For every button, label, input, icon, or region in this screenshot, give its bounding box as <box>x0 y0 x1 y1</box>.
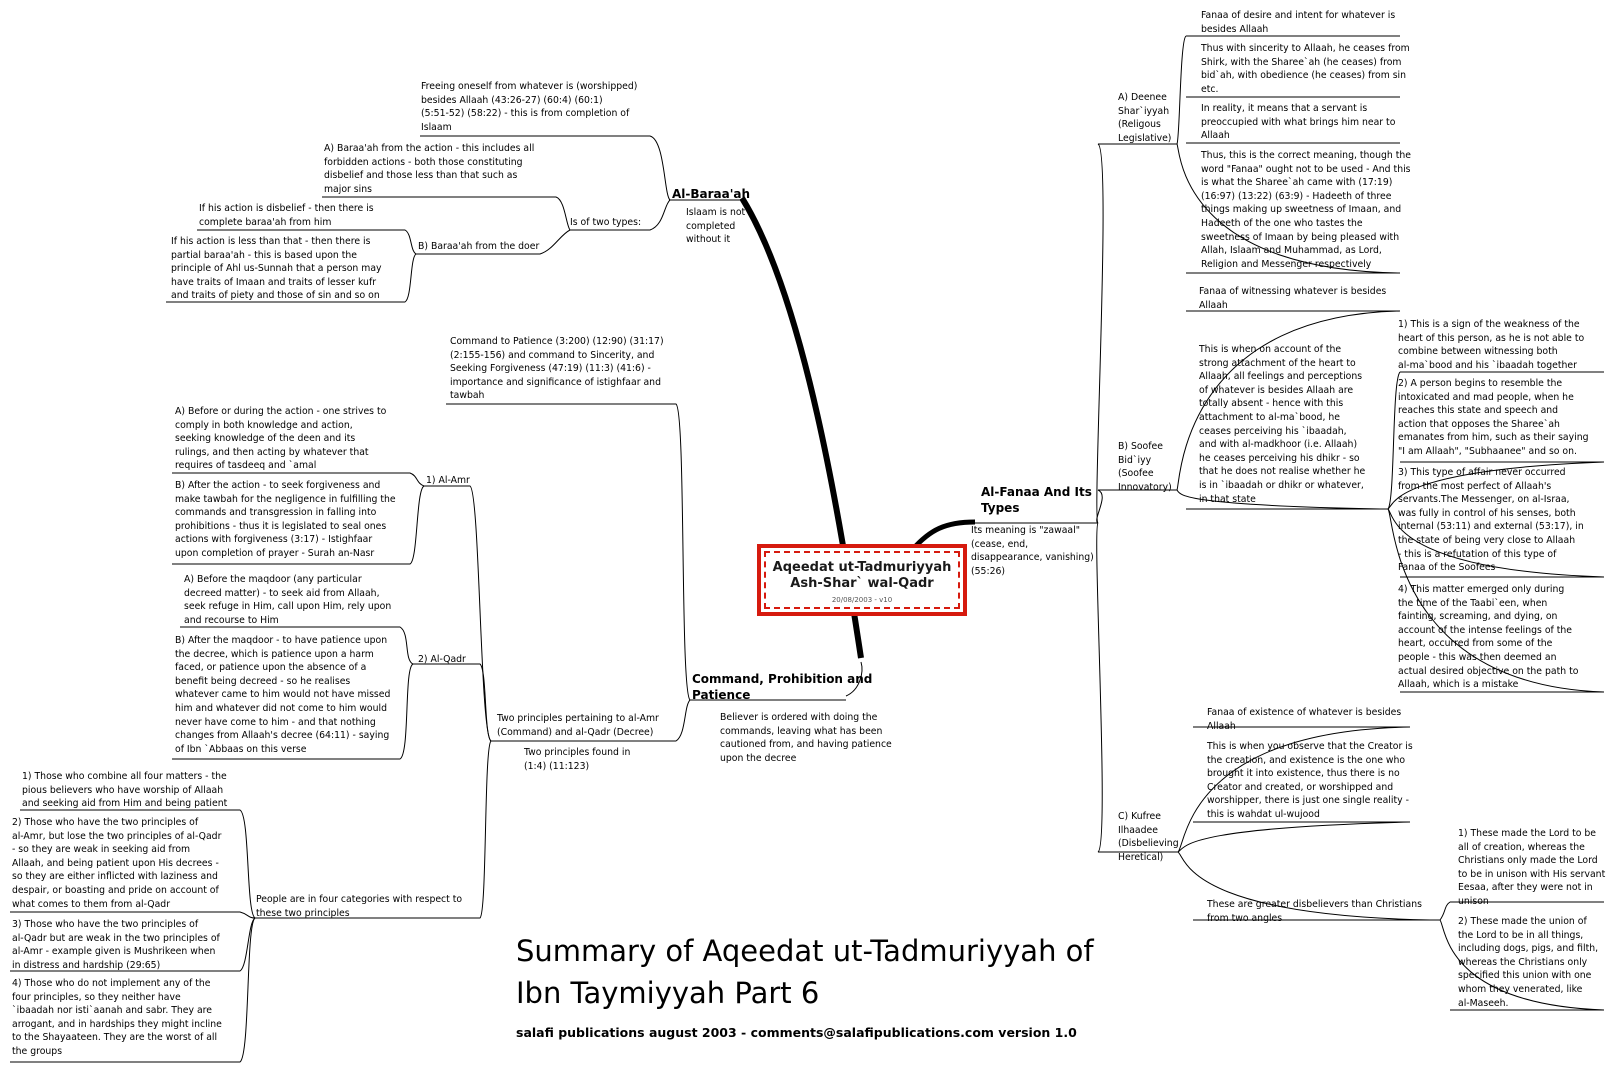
topic-baraah[interactable]: Al-Baraa'ah <box>672 187 751 201</box>
soofee-2[interactable]: This is when on account of the strong at… <box>1199 344 1366 505</box>
category-4[interactable]: 4) Those who do not implement any of the… <box>12 978 222 1057</box>
kufree-1[interactable]: Fanaa of existence of whatever is beside… <box>1207 707 1402 732</box>
principle-amr[interactable]: 1) Al-Amr <box>426 475 470 486</box>
amr-after[interactable]: B) After the action - to seek forgivenes… <box>175 480 396 559</box>
baraah-from-doer[interactable]: B) Baraa'ah from the doer <box>418 241 540 252</box>
fanaa-note: Its meaning is "zawaal" (cease, end, dis… <box>971 525 1094 577</box>
branch-command <box>845 661 863 697</box>
deenee-4[interactable]: Thus, this is the correct meaning, thoug… <box>1201 150 1412 270</box>
people-four-categories[interactable]: People are in four categories with respe… <box>256 894 463 919</box>
kufree-3[interactable]: These are greater disbelievers than Chri… <box>1207 899 1422 924</box>
principle-qadr[interactable]: 2) Al-Qadr <box>418 654 466 665</box>
kufree-sub-2[interactable]: 2) These made the union of the Lord to b… <box>1458 916 1599 1009</box>
two-principles-found-in: Two principles found in (1:4) (11:123) <box>524 747 631 772</box>
document-title: Summary of Aqeedat ut-Tadmuriyyah of Ibn… <box>516 934 1094 1010</box>
soofee-sub-1[interactable]: 1) This is a sign of the weakness of the… <box>1398 319 1585 371</box>
doer-disbelief[interactable]: If his action is disbelief - then there … <box>199 203 374 228</box>
command-note: Believer is ordered with doing the comma… <box>720 712 892 764</box>
amr-before[interactable]: A) Before or during the action - one str… <box>175 406 387 472</box>
baraah-note: Islaam is not completed without it <box>686 207 746 246</box>
soofee-sub-4[interactable]: 4) This matter emerged only during the t… <box>1398 584 1579 691</box>
qadr-before[interactable]: A) Before the maqdoor (any particular de… <box>184 574 392 626</box>
fanaa-deenee[interactable]: A) Deenee Shar`iyyah (Religous Legislati… <box>1118 92 1172 144</box>
two-principles[interactable]: Two principles pertaining to al-Amr (Com… <box>497 713 659 738</box>
category-3[interactable]: 3) Those who have the two principles of … <box>12 919 220 971</box>
doer-less[interactable]: If his action is less than that - then t… <box>171 236 382 302</box>
central-topic-title: Aqeedat ut-Tadmuriyyah Ash-Shar` wal-Qad… <box>772 560 952 591</box>
central-topic[interactable]: Aqeedat ut-Tadmuriyyah Ash-Shar` wal-Qad… <box>757 544 967 616</box>
baraah-from-action[interactable]: A) Baraa'ah from the action - this inclu… <box>324 143 535 195</box>
baraah-two-types[interactable]: Is of two types: <box>570 217 642 228</box>
deenee-2[interactable]: Thus with sincerity to Allaah, he ceases… <box>1201 43 1410 95</box>
topic-command[interactable]: Command, Prohibition and Patience <box>692 672 873 702</box>
qadr-after[interactable]: B) After the maqdoor - to have patience … <box>175 635 391 755</box>
document-subtitle: salafi publications august 2003 - commen… <box>516 1025 1077 1040</box>
category-2[interactable]: 2) Those who have the two principles of … <box>12 817 222 910</box>
baraah-freeing[interactable]: Freeing oneself from whatever is (worshi… <box>421 81 638 133</box>
soofee-1[interactable]: Fanaa of witnessing whatever is besides … <box>1199 286 1387 311</box>
central-topic-date: 20/08/2003 - v10 <box>831 596 893 604</box>
fanaa-soofee[interactable]: B) Soofee Bid`iyy (Soofee Innovatory) <box>1118 441 1172 493</box>
topic-fanaa[interactable]: Al-Fanaa And Its Types <box>981 485 1092 515</box>
soofee-sub-2[interactable]: 2) A person begins to resemble the intox… <box>1398 378 1589 457</box>
command-patience[interactable]: Command to Patience (3:200) (12:90) (31:… <box>450 336 664 402</box>
fanaa-kufree[interactable]: C) Kufree Ilhaadee (Disbelieving Heretic… <box>1118 811 1179 863</box>
category-1[interactable]: 1) Those who combine all four matters - … <box>22 771 228 810</box>
soofee-sub-3[interactable]: 3) This type of affair never occurred fr… <box>1398 467 1584 574</box>
kufree-sub-1[interactable]: 1) These made the Lord to be all of crea… <box>1458 828 1606 907</box>
deenee-1[interactable]: Fanaa of desire and intent for whatever … <box>1201 10 1396 35</box>
deenee-3[interactable]: In reality, it means that a servant is p… <box>1201 103 1396 142</box>
kufree-2[interactable]: This is when you observe that the Creato… <box>1207 741 1413 820</box>
